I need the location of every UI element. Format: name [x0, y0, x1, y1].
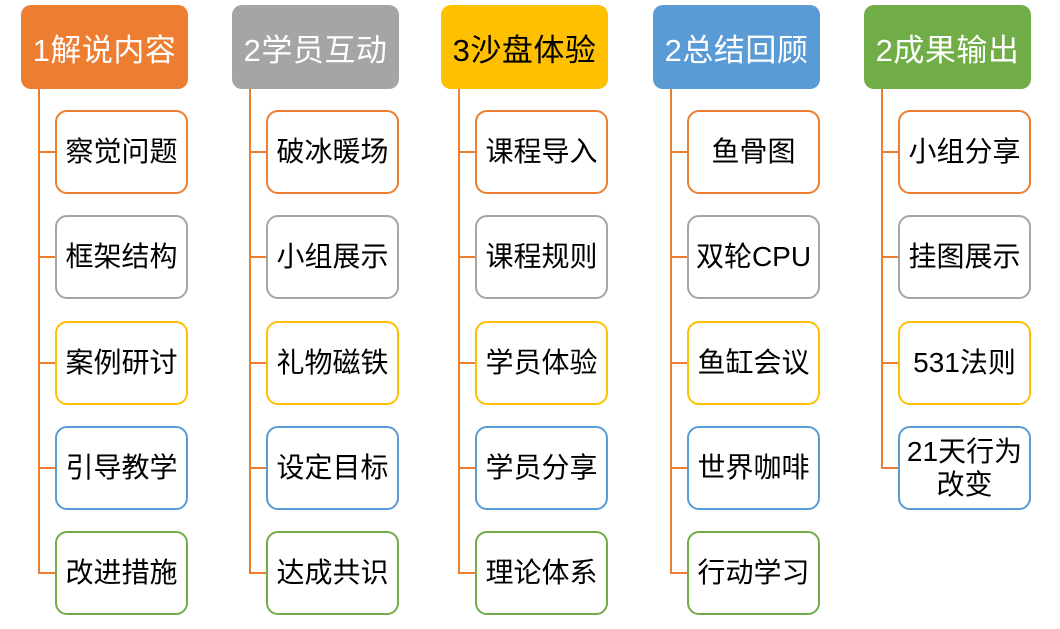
connector-elbow [38, 362, 57, 364]
node-box: 小组展示 [266, 215, 399, 299]
node-box: 21天行为改变 [898, 426, 1031, 510]
node-box: 双轮CPU [687, 215, 820, 299]
connector-elbow [38, 467, 57, 469]
connector-vline [881, 89, 883, 469]
column-2-header: 2学员互动 [232, 5, 399, 89]
connector-elbow [38, 572, 57, 574]
node-box: 行动学习 [687, 531, 820, 615]
node-box: 小组分享 [898, 110, 1031, 194]
connector-elbow [670, 256, 689, 258]
column-2: 2学员互动 破冰暖场 小组展示 礼物磁铁 设定目标 达成共识 [232, 0, 444, 629]
column-3: 3沙盘体验 课程导入 课程规则 学员体验 学员分享 理论体系 [441, 0, 653, 629]
node-box: 挂图展示 [898, 215, 1031, 299]
column-5: 2成果输出 小组分享 挂图展示 531法则 21天行为改变 [864, 0, 1060, 629]
connector-vline [458, 89, 460, 574]
connector-elbow [881, 151, 900, 153]
connector-elbow [249, 256, 268, 258]
connector-vline [38, 89, 40, 574]
node-box: 世界咖啡 [687, 426, 820, 510]
node-box: 引导教学 [55, 426, 188, 510]
node-box: 学员分享 [475, 426, 608, 510]
connector-elbow [881, 256, 900, 258]
node-box: 礼物磁铁 [266, 321, 399, 405]
connector-elbow [458, 256, 477, 258]
node-box: 案例研讨 [55, 321, 188, 405]
column-5-header: 2成果输出 [864, 5, 1031, 89]
connector-elbow [249, 151, 268, 153]
connector-elbow [458, 467, 477, 469]
node-box: 框架结构 [55, 215, 188, 299]
node-box: 改进措施 [55, 531, 188, 615]
node-box: 鱼缸会议 [687, 321, 820, 405]
connector-elbow [670, 467, 689, 469]
node-box: 学员体验 [475, 321, 608, 405]
connector-elbow [458, 572, 477, 574]
connector-elbow [38, 256, 57, 258]
node-box: 课程导入 [475, 110, 608, 194]
node-box: 课程规则 [475, 215, 608, 299]
connector-elbow [458, 362, 477, 364]
node-box: 达成共识 [266, 531, 399, 615]
node-box: 鱼骨图 [687, 110, 820, 194]
node-box: 531法则 [898, 321, 1031, 405]
connector-elbow [881, 467, 900, 469]
node-box: 设定目标 [266, 426, 399, 510]
connector-elbow [670, 572, 689, 574]
connector-vline [249, 89, 251, 574]
connector-vline [670, 89, 672, 574]
connector-elbow [249, 362, 268, 364]
column-1-header: 1解说内容 [21, 5, 188, 89]
column-3-header: 3沙盘体验 [441, 5, 608, 89]
connector-elbow [38, 151, 57, 153]
column-4-header: 2总结回顾 [653, 5, 820, 89]
connector-elbow [249, 467, 268, 469]
connector-elbow [249, 572, 268, 574]
connector-elbow [670, 151, 689, 153]
node-box: 破冰暖场 [266, 110, 399, 194]
connector-elbow [670, 362, 689, 364]
column-4: 2总结回顾 鱼骨图 双轮CPU 鱼缸会议 世界咖啡 行动学习 [653, 0, 865, 629]
column-1: 1解说内容 察觉问题 框架结构 案例研讨 引导教学 改进措施 [21, 0, 233, 629]
connector-elbow [458, 151, 477, 153]
node-box: 理论体系 [475, 531, 608, 615]
connector-elbow [881, 362, 900, 364]
node-box: 察觉问题 [55, 110, 188, 194]
